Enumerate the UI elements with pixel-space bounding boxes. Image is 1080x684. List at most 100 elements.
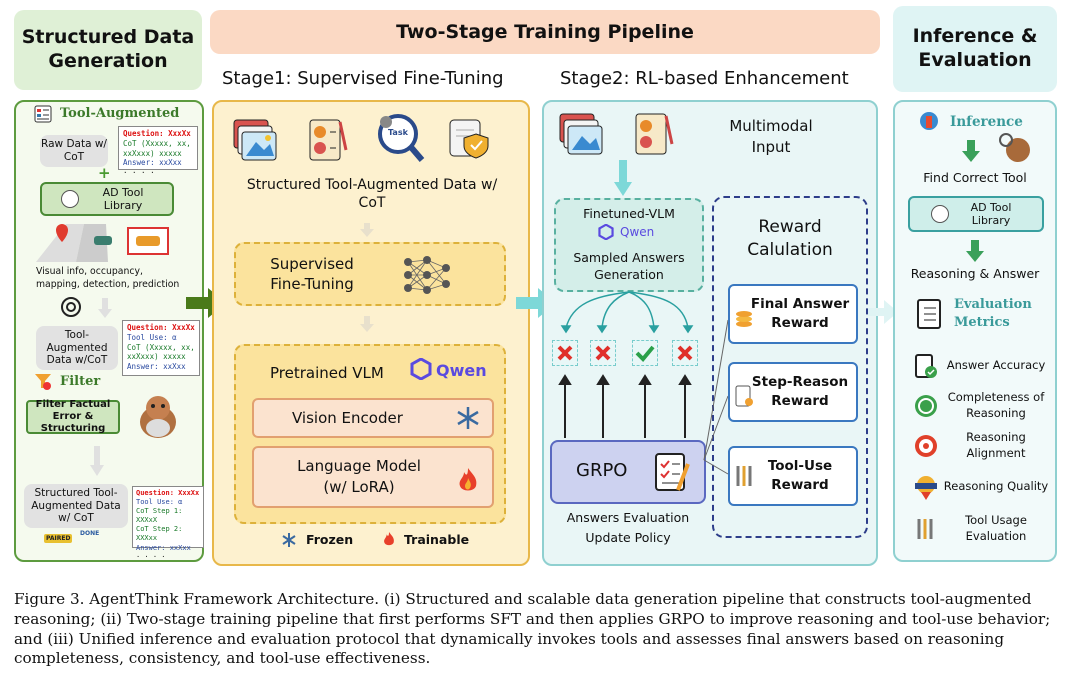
struct-card-line: Tool Use: α [136,498,183,507]
raw-card-line: xxXxxx) xxxxx [123,148,182,158]
down-arrow-icon [360,222,374,237]
struct-card-line: Question: XxxXx [136,489,200,497]
high-quality-badge-icon [912,473,940,501]
image-stack-icon [232,118,278,162]
clipboard-icon [734,384,754,408]
robot-mascot-icon [128,392,188,440]
tool-use-reward-text: Tool-Use Reward [767,458,833,493]
tool-card-line: CoT (Xxxxx, xx, [127,342,195,352]
structured-data-card: Question: XxxXx Tool Use: α CoT Step 1: … [132,486,204,561]
done-label: DONE [80,530,100,537]
stage2-title: Stage2: RL-based Enhancement [560,68,849,89]
target-icon [912,432,940,460]
sft-box [234,242,506,306]
ad-tool-icon [931,205,949,223]
tool-card-line: Question: XxxXx [127,323,195,332]
final-answer-reward-label: Final Answer Reward [748,288,852,340]
tool-augmented-data-label: Tool-Augmented Data w/CoT [46,329,108,367]
tool-augmented-label: Tool-Augmented [60,106,180,121]
final-answer-reward-text: Final Answer Reward [750,296,850,331]
trainable-legend-icon [382,530,396,548]
tool-list-icon [34,105,52,123]
header-structured-data-generation: Structured Data Generation [14,10,202,90]
metric-label: Reasoning Quality [943,479,1049,494]
metric-label: Completeness of Reasoning [947,390,1045,420]
tool-use-reward-label: Tool-Use Reward [748,450,852,502]
struct-card-line: · · · · [136,552,166,561]
frozen-legend-label: Frozen [306,532,354,547]
struct-card-line: CoT Step 1: XXXxX [136,507,183,525]
pretrained-vlm-label: Pretrained VLM [270,364,384,382]
correct-answer-icon [632,340,658,366]
100-badge-icon [912,392,940,420]
metric-completeness: Completeness of Reasoning [912,386,1052,426]
sft-text: Supervised Fine-Tuning [270,254,354,293]
header-two-stage-training-pipeline: Two-Stage Training Pipeline [210,10,880,54]
qa-document-icon [632,110,676,158]
finetuned-vlm-label: Finetuned-VLM [583,206,675,221]
inference-ad-tool-library-label: AD Tool Library [970,200,1012,227]
tool-data-card: Question: XxxXx Tool Use: α CoT (Xxxxx, … [122,320,200,376]
task-tag: Task [388,128,408,137]
qwen-label: Qwen [436,361,487,380]
sampled-answers-text: Sampled Answers Generation [573,249,685,283]
filter-factual-error-box: Filter Factual Error & Structuring [26,399,120,434]
trainable-legend-label: Trainable [404,532,470,547]
metric-reasoning-alignment: Reasoning Alignment [912,426,1052,466]
stage1-data-text: Structured Tool-Augmented Data w/ CoT [246,176,498,211]
tool-augmented-data-box: Tool-Augmented Data w/CoT [36,326,118,370]
step-reason-reward-label: Step-Reason Reward [748,366,852,418]
figure-caption: Figure 3. AgentThink Framework Architect… [14,590,1051,668]
reasoning-answer-label: Reasoning & Answer [910,266,1040,281]
header-inference-evaluation: Inference & Evaluation [893,6,1057,92]
metric-label: Reasoning Alignment [966,430,1026,460]
tool-card-line: Answer: xxXxx [127,362,186,371]
sampled-answers-label: Sampled Answers Generation [556,246,702,286]
inference-label: Inference [950,114,1023,130]
coin-stack-icon [734,306,754,330]
frozen-legend-icon [282,532,296,547]
raw-card-line: Question: XxxXx [123,129,191,138]
inference-brush-icon [918,110,940,132]
raw-data-label: Raw Data w/ CoT [41,138,107,163]
header-left-text: Structured Data Generation [21,26,195,72]
language-model-box: Language Model (w/ LoRA) [252,446,494,508]
header-right-text: Inference & Evaluation [912,25,1038,71]
checklist-icon [916,298,944,330]
snowflake-icon [456,406,480,430]
reward-calculation-box [712,196,868,538]
structured-data-label: Structured Tool-Augmented Data w/ CoT [31,487,121,525]
metric-answer-accuracy: Answer Accuracy [912,346,1052,386]
reward-title-text: Reward Calulation [747,217,833,260]
evaluation-metrics-label: Evaluation Metrics [954,297,1032,330]
metric-label: Answer Accuracy [946,358,1046,373]
paired-badge-icon: PAIRED [44,534,73,543]
multimodal-input-text: Multimodal Input [729,117,813,156]
down-arrow-icon [962,140,980,162]
final-answer-reward-box [728,284,858,344]
update-policy-label: Update Policy [585,530,671,545]
tool-card-line: xxXxxx) xxxxx [127,352,186,362]
flow-arrow-icon [868,300,898,324]
down-arrow-icon [966,240,984,262]
finetuned-vlm-box [554,198,704,292]
fire-icon [456,466,480,494]
language-model-label: Language Model (w/ LoRA) [297,457,421,496]
qwen-label: Qwen [620,225,655,239]
llm-logo-icon [60,296,82,318]
step-reason-reward-text: Step-Reason Reward [751,374,849,409]
wrong-answer-icon [672,340,698,366]
clipboard-check-icon [912,352,940,380]
visual-info-label: Visual info, occupancy, mapping, detecti… [36,266,180,291]
grpo-label: GRPO [576,460,628,481]
ad-tool-library-label: AD Tool Library [102,185,144,212]
down-arrow-icon [98,298,112,318]
down-arrow-icon [614,160,632,196]
struct-card-line: CoT Step 2: XXXxx [136,525,183,543]
metric-reasoning-quality: Reasoning Quality [912,466,1052,508]
answers-evaluation-label: Answers Evaluation [566,510,690,525]
filter-icon [34,372,52,390]
struct-card-line: Answer: xxXxx [136,543,191,552]
reward-connector-lines [700,310,730,530]
header-middle-text: Two-Stage Training Pipeline [396,21,694,43]
